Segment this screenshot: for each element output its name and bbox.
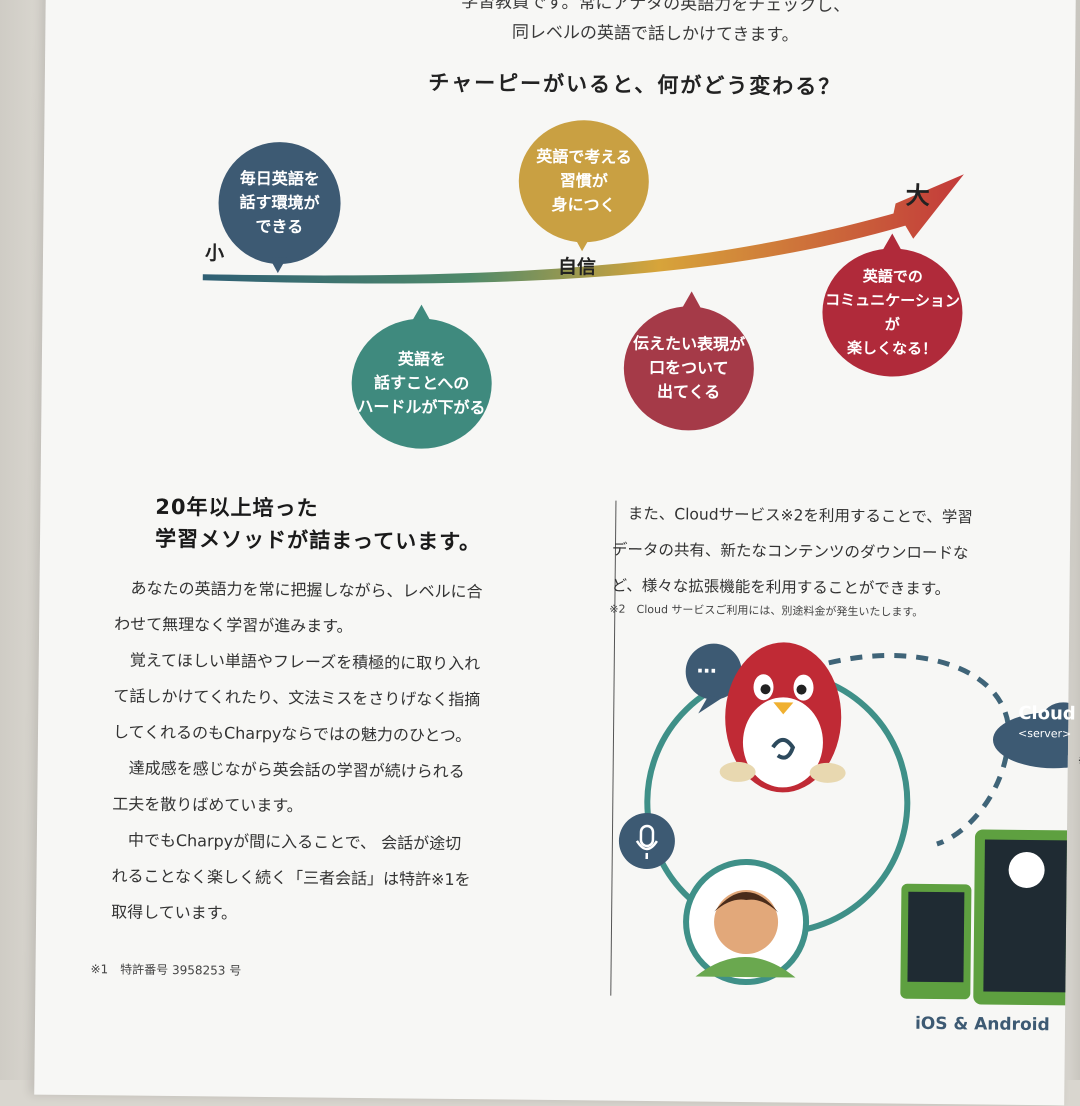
tablet-icon [973,829,1069,1005]
bubble-pointer [573,235,591,251]
bubble-pointer [682,291,700,307]
section-headline: チャーピーがいると、何がどう変わる？ [375,66,895,101]
system-illustration [595,630,1069,1055]
bubble-daily-environment: 毎日英語を話す環境ができる [218,141,341,264]
bubble-pointer [883,233,901,249]
bubble-expressions-flow: 伝えたい表現が口をついて出てくる [623,306,754,431]
platform-label: iOS & Android [915,1014,1050,1035]
curve-confidence-label: 自信 [558,252,596,279]
bubble-lower-hurdle: 英語を話すことへのハードルが下がる [351,318,492,449]
smartphone-icon [900,884,971,1000]
cloud-dotted-link [827,655,1010,845]
cloud-label: Cloud [1018,703,1076,725]
bubble-pointer [269,257,287,273]
user-avatar-icon [685,861,806,982]
footnote-patent: ※1 特許番号 3958253 号 [90,960,241,979]
cloud-body: また、Cloudサービス※2を利用することで、学習 データの共有、新たなコンテン… [611,496,1052,609]
speech-dots: … [697,653,717,677]
bubble-think-in-english: 英語で考える習慣が身につく [518,120,649,243]
method-title-line-2: 学習メソッドが詰まっています。 [155,523,481,558]
bubble-pointer [412,304,430,320]
curve-small-label: 小 [205,238,224,265]
microphone-icon [619,813,676,870]
method-title-line-1: 20年以上培った [155,491,319,525]
footnote-cloud: ※2 Cloud サービスご利用には、別途料金が発生いたします。 [609,601,923,620]
printed-page: 学習教員です。常にアナタの英語力をチェックし、 同レベルの英語で話しかけてきます… [34,0,1076,1105]
curve-large-label: 大 [906,176,930,211]
cloud-sub-label: <server> [1018,727,1071,741]
method-body: あなたの英語力を常に把握しながら、レベルに合 わせて無理なく学習が進みます。 覚… [111,570,605,935]
bubble-communication-fun: 英語でのコミュニケーションが楽しくなる！ [822,248,963,377]
intro-line-2: 同レベルの英語で話しかけてきます。 [375,16,935,52]
